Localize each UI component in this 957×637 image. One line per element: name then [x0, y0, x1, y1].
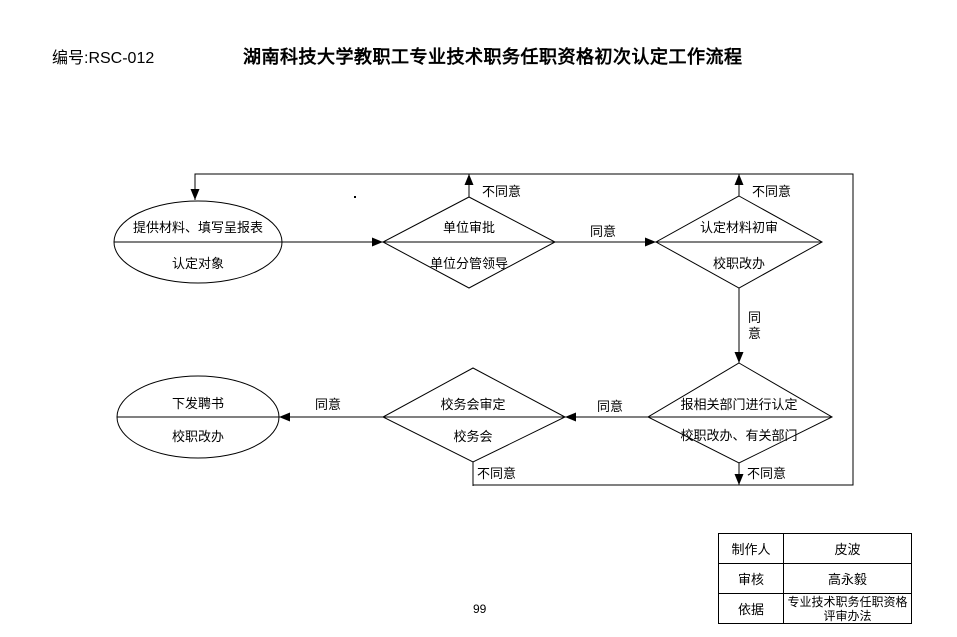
label-material-review-actor: 校职改办 [712, 256, 766, 271]
edge-rework-loop [190, 173, 854, 486]
label-applicant-action: 提供材料、填写呈报表 [132, 220, 264, 235]
info-value-reviewer: 高永毅 [783, 563, 912, 594]
table-row: 审核 高永毅 [718, 563, 912, 594]
edge-label-disagree-unit: 不同意 [482, 184, 522, 199]
page-number: 99 [473, 602, 487, 616]
edge-label-agree-department: 同意 [597, 399, 624, 414]
stray-dot [354, 196, 356, 198]
node-unit-approval-diamond [381, 196, 557, 289]
label-department-determination-action: 报相关部门进行认定 [680, 397, 798, 412]
label-council-review-actor: 校务会 [453, 429, 493, 444]
label-department-determination-actor: 校职改办、有关部门 [680, 428, 798, 443]
label-applicant-actor: 认定对象 [171, 256, 225, 271]
info-table: 制作人 皮波 审核 高永毅 依据 专业技术职务任职资格评审办法 [718, 533, 912, 624]
edge-label-agree-council: 同意 [315, 397, 342, 412]
node-department-determination-diamond [646, 362, 834, 464]
info-value-basis: 专业技术职务任职资格评审办法 [783, 593, 912, 624]
edge-label-disagree-review: 不同意 [752, 184, 792, 199]
label-unit-approval-actor: 单位分管领导 [429, 256, 509, 271]
label-issue-letter-actor: 校职改办 [171, 429, 225, 444]
doc-number: 编号:RSC-012 [52, 50, 155, 67]
info-label-reviewer: 审核 [718, 563, 784, 594]
edge-label-disagree-council: 不同意 [477, 466, 517, 481]
page-title: 湖南科技大学教职工专业技术职务任职资格初次认定工作流程 [243, 47, 743, 67]
label-unit-approval-action: 单位审批 [442, 220, 496, 235]
edge-label-disagree-department: 不同意 [747, 466, 787, 481]
label-council-review-action: 校务会审定 [440, 397, 506, 412]
edge-label-agree-review: 同意 [747, 310, 761, 341]
table-row: 制作人 皮波 [718, 533, 912, 564]
info-value-maker: 皮波 [783, 533, 912, 564]
label-issue-letter-action: 下发聘书 [171, 396, 225, 411]
info-label-basis: 依据 [718, 593, 784, 624]
table-row: 依据 专业技术职务任职资格评审办法 [718, 593, 912, 624]
edge-label-agree-unit: 同意 [590, 224, 617, 239]
node-council-review-diamond [381, 367, 567, 463]
label-material-review-action: 认定材料初审 [699, 220, 779, 235]
info-label-maker: 制作人 [718, 533, 784, 564]
